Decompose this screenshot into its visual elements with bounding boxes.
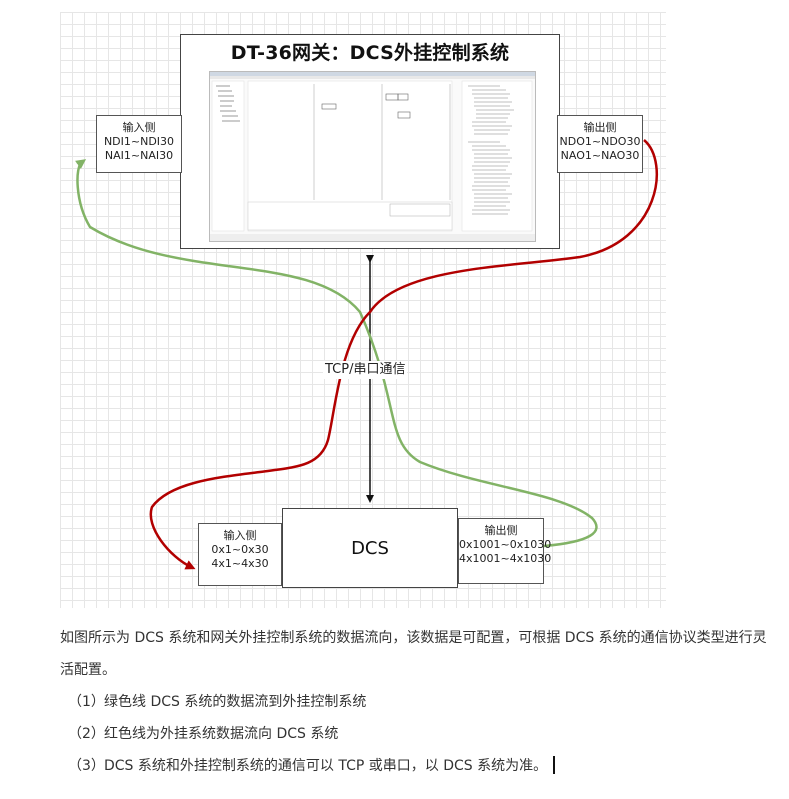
text-cursor	[553, 756, 556, 774]
gateway-output-line-2: NAO1~NAO30	[560, 149, 640, 162]
dcs-input-title: 输入侧	[223, 529, 257, 542]
dcs-box: DCS	[282, 508, 458, 588]
gateway-title: DT-36网关：DCS外挂控制系统	[230, 42, 510, 64]
list-item: （2）红色线为外挂系统数据流向 DCS 系统	[60, 718, 780, 750]
gateway-input-title: 输入侧	[122, 121, 156, 134]
gateway-output-line-1: NDO1~NDO30	[559, 135, 641, 148]
connection-label: TCP/串口通信	[323, 361, 408, 379]
dcs-output-title: 输出侧	[484, 524, 518, 537]
data-flow-diagram: DT-36网关：DCS外挂控制系统	[60, 12, 666, 608]
list-text: DCS 系统和外挂控制系统的通信可以 TCP 或串口，以 DCS 系统为准。	[104, 758, 548, 774]
description-text: 如图所示为 DCS 系统和网关外挂控制系统的数据流向，该数据是可配置，可根据 D…	[60, 622, 780, 782]
flow-lines	[75, 139, 658, 570]
gateway-box: DT-36网关：DCS外挂控制系统	[180, 34, 560, 249]
gateway-output-box: 输出侧 NDO1~NDO30 NAO1~NAO30	[557, 115, 643, 173]
red-flow-line	[149, 139, 658, 570]
list-item: （1）绿色线 DCS 系统的数据流到外挂控制系统	[60, 686, 780, 718]
screenshot-thumbnail	[210, 72, 535, 241]
embedded-software-screenshot	[209, 71, 536, 242]
intro-paragraph: 如图所示为 DCS 系统和网关外挂控制系统的数据流向，该数据是可配置，可根据 D…	[60, 630, 767, 678]
gateway-input-box: 输入侧 NDI1~NDI30 NAI1~NAI30	[96, 115, 182, 173]
gateway-input-line-1: NDI1~NDI30	[103, 135, 175, 148]
green-flow-line	[75, 159, 598, 548]
list-number: （3）	[68, 758, 105, 774]
dcs-input-box: 输入侧 0x1~0x30 4x1~4x30	[198, 523, 282, 586]
list-number: （1）	[68, 694, 105, 710]
dcs-output-line-1: 0x1001~0x1030	[459, 538, 552, 551]
list-item[interactable]: （3）DCS 系统和外挂控制系统的通信可以 TCP 或串口，以 DCS 系统为准…	[60, 750, 780, 782]
list-text: 绿色线 DCS 系统的数据流到外挂控制系统	[104, 694, 367, 710]
gateway-output-title: 输出侧	[583, 121, 617, 134]
dcs-input-line-1: 0x1~0x30	[211, 543, 269, 556]
dcs-output-box: 输出侧 0x1001~0x1030 4x1001~4x1030	[458, 518, 552, 584]
list-number: （2）	[68, 726, 105, 742]
dcs-input-line-2: 4x1~4x30	[211, 557, 269, 570]
dcs-output-line-2: 4x1001~4x1030	[459, 552, 552, 565]
gateway-input-line-2: NAI1~NAI30	[104, 149, 174, 162]
dcs-label: DCS	[351, 538, 389, 559]
list-text: 红色线为外挂系统数据流向 DCS 系统	[104, 726, 339, 742]
